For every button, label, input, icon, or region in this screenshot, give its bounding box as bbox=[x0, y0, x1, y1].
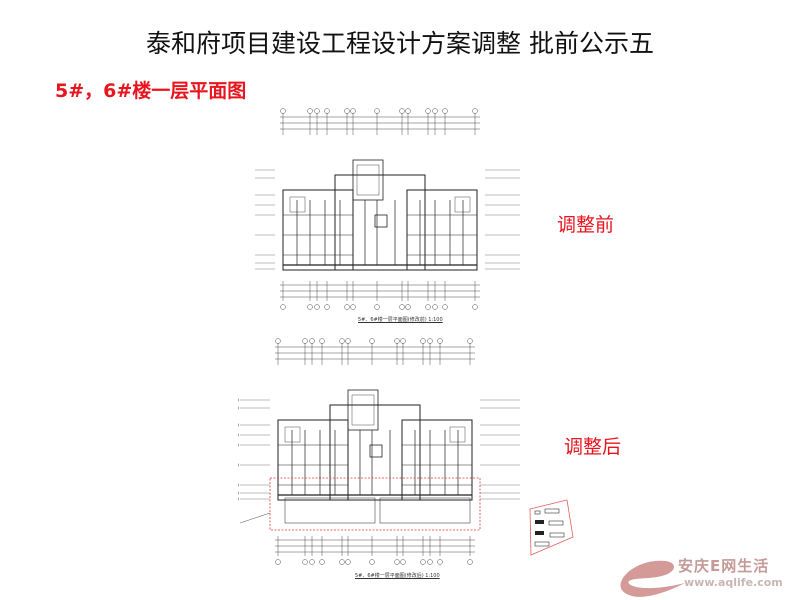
axis-bubble bbox=[238, 483, 239, 487]
axis-bubble bbox=[275, 559, 281, 565]
watermark-url: www.aqlife.com bbox=[684, 576, 783, 589]
plan-room bbox=[284, 497, 376, 524]
axis-bubble bbox=[420, 559, 426, 565]
axis-bubble bbox=[319, 559, 325, 565]
axis-bubble bbox=[442, 304, 448, 310]
site-plan-thumbnail bbox=[529, 499, 574, 556]
axis-bubble bbox=[238, 406, 239, 410]
axis-bubble bbox=[319, 338, 325, 344]
plan-room bbox=[351, 394, 375, 426]
axis-bubble bbox=[432, 108, 438, 114]
axis-bubble bbox=[374, 304, 380, 310]
axis-bubble bbox=[420, 338, 426, 344]
plan-room bbox=[329, 404, 421, 501]
axis-bubble bbox=[472, 304, 478, 310]
watermark-brand: 安庆E网生活 bbox=[678, 557, 770, 575]
plan-room bbox=[352, 159, 384, 201]
axis-bubble bbox=[307, 108, 313, 114]
axis-bubble bbox=[344, 108, 350, 114]
axis-bubble bbox=[400, 338, 406, 344]
axis-bubble bbox=[405, 304, 411, 310]
plan-before-caption: 5#、6#楼一层平面图(修改前) 1:100 bbox=[358, 317, 443, 323]
axis-bubble bbox=[437, 338, 443, 344]
axis-bubble bbox=[238, 497, 239, 501]
floor-plan-after bbox=[238, 338, 520, 565]
plan-room bbox=[356, 164, 380, 196]
axis-bubble bbox=[467, 559, 473, 565]
axis-bubble bbox=[405, 108, 411, 114]
plan-after-caption: 5#、6#楼一层平面图(修改后) 1:100 bbox=[355, 573, 440, 579]
plan-room bbox=[374, 214, 388, 228]
plan-room bbox=[454, 196, 471, 213]
axis-bubble bbox=[309, 559, 315, 565]
axis-bubble bbox=[472, 108, 478, 114]
plan-room bbox=[406, 189, 478, 271]
axis-bubble bbox=[425, 304, 431, 310]
axis-bubble bbox=[394, 338, 400, 344]
plan-room bbox=[284, 426, 301, 443]
label-before: 调整前 bbox=[557, 214, 615, 236]
slide-title: 泰和府项目建设工程设计方案调整 批前公示五 bbox=[146, 29, 654, 58]
axis-bubble bbox=[437, 559, 443, 565]
axis-bubble bbox=[425, 108, 431, 114]
axis-bubble bbox=[302, 338, 308, 344]
axis-bubble bbox=[399, 108, 405, 114]
label-after: 调整后 bbox=[564, 436, 622, 458]
axis-bubble bbox=[369, 338, 375, 344]
axis-bubble bbox=[324, 304, 330, 310]
slide-subtitle: 5#，6#楼一层平面图 bbox=[55, 80, 247, 102]
axis-bubble bbox=[280, 304, 286, 310]
axis-bubble bbox=[467, 338, 473, 344]
axis-bubble bbox=[314, 304, 320, 310]
axis-bubble bbox=[339, 559, 345, 565]
axis-bubble bbox=[238, 443, 239, 447]
axis-bubble bbox=[400, 559, 406, 565]
plan-room bbox=[369, 444, 383, 458]
axis-bubble bbox=[275, 338, 281, 344]
axis-bubble bbox=[344, 304, 350, 310]
axis-bubble bbox=[302, 559, 308, 565]
axis-bubble bbox=[345, 338, 351, 344]
axis-bubble bbox=[307, 304, 313, 310]
watermark-logo-e bbox=[620, 560, 685, 597]
plan-room bbox=[401, 419, 473, 501]
axis-bubble bbox=[442, 108, 448, 114]
axis-bubble bbox=[427, 559, 433, 565]
plan-room bbox=[289, 196, 306, 213]
plan-room bbox=[277, 419, 349, 501]
axis-bubble bbox=[280, 108, 286, 114]
plan-room bbox=[282, 189, 354, 271]
axis-bubble bbox=[238, 433, 239, 437]
axis-bubble bbox=[350, 108, 356, 114]
axis-bubble bbox=[399, 304, 405, 310]
changed-area-outline bbox=[269, 477, 481, 531]
axis-bubble bbox=[369, 559, 375, 565]
axis-bubble bbox=[374, 108, 380, 114]
axis-bubble bbox=[394, 559, 400, 565]
axis-bubble bbox=[339, 338, 345, 344]
floor-plan-before bbox=[255, 108, 520, 310]
axis-bubble bbox=[427, 338, 433, 344]
axis-bubble bbox=[345, 559, 351, 565]
axis-bubble bbox=[324, 108, 330, 114]
plan-line bbox=[239, 512, 271, 524]
axis-bubble bbox=[238, 423, 239, 427]
axis-bubble bbox=[350, 304, 356, 310]
plan-room bbox=[379, 497, 471, 524]
axis-bubble bbox=[238, 491, 239, 495]
plan-room bbox=[347, 389, 379, 431]
plan-room bbox=[449, 426, 466, 443]
axis-bubble bbox=[314, 108, 320, 114]
axis-bubble bbox=[238, 398, 239, 402]
axis-bubble bbox=[432, 304, 438, 310]
axis-bubble bbox=[238, 463, 239, 467]
axis-bubble bbox=[309, 338, 315, 344]
plan-room bbox=[334, 174, 426, 271]
